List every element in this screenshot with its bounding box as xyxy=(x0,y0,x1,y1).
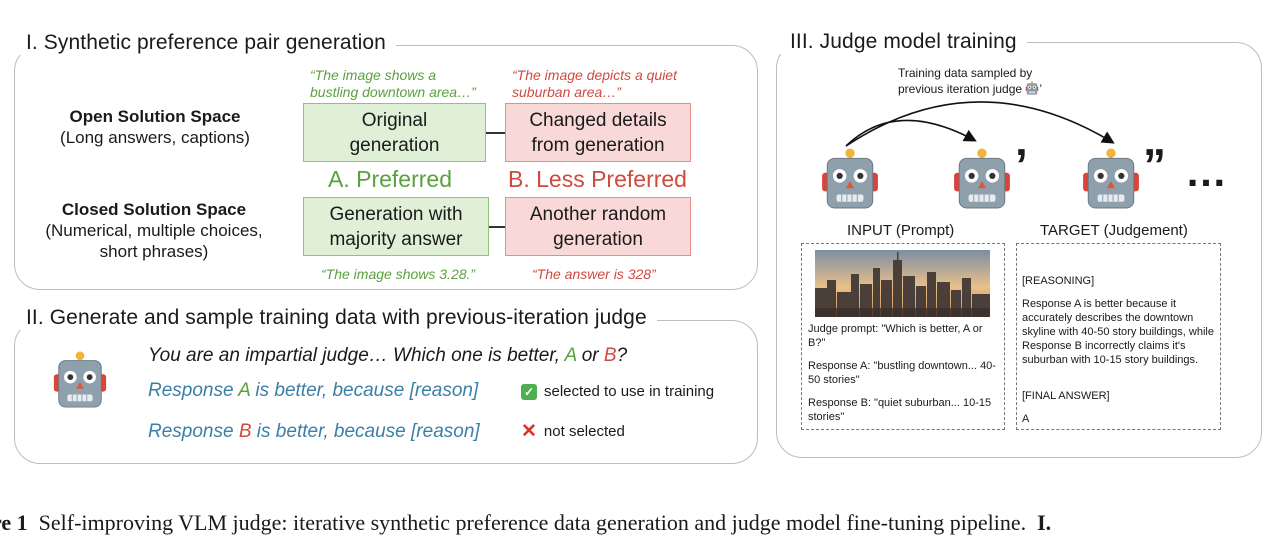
robot-icon xyxy=(51,349,109,411)
target-box xyxy=(1016,243,1221,430)
final-answer-tag: [FINAL ANSWER] xyxy=(1022,390,1110,402)
cross-icon: ✕ xyxy=(521,420,537,442)
connector-bottom xyxy=(489,226,505,228)
input-box xyxy=(801,243,1005,430)
robot-icon-1 xyxy=(818,148,882,210)
closed-solution-sub2: short phrases) xyxy=(99,242,209,261)
judge-prompt-line: You are an impartial judge… Which one is… xyxy=(148,345,627,367)
judge-prompt-b: B xyxy=(603,345,617,366)
connector-top xyxy=(486,132,505,134)
quote-top-right-line1: “The image depicts a quiet xyxy=(512,67,677,83)
final-answer: A xyxy=(1022,413,1030,425)
section-3-title: III. Judge model training xyxy=(780,30,1027,54)
response-a-prefix: Response xyxy=(148,380,239,401)
robot-icon-2 xyxy=(950,148,1014,210)
quote-top-left-line2: bustling downtown area…” xyxy=(310,84,476,100)
sampled-note: Training data sampled by previous iterat… xyxy=(898,65,1078,97)
quote-top-left-line1: “The image shows a xyxy=(310,67,437,83)
judge-prompt: Judge prompt: "Which is better, A or B?" xyxy=(808,323,983,349)
response-b-prefix: Response xyxy=(148,421,239,442)
status-selected: ✓ selected to use in training xyxy=(521,383,714,400)
judge-prompt-a: A xyxy=(564,345,577,366)
caption-label: re 1 xyxy=(0,510,28,535)
quote-top-right: “The image depicts a quiet suburban area… xyxy=(512,67,712,101)
closed-solution-title: Closed Solution Space xyxy=(61,200,247,219)
input-label: INPUT (Prompt) xyxy=(847,222,955,239)
box-random-generation: Another random generation xyxy=(505,197,691,256)
prime-mark-2: ” xyxy=(1143,139,1166,191)
quote-top-right-line2: suburban area…” xyxy=(512,84,621,100)
response-a-suffix: is better, because [reason] xyxy=(250,380,479,401)
status-selected-text: selected to use in training xyxy=(544,383,715,400)
response-b-letter: B xyxy=(238,421,252,442)
response-a-letter: A xyxy=(238,380,251,401)
city-image xyxy=(815,250,990,317)
input-response-b: Response B: "quiet suburban... 10-15 sto… xyxy=(808,397,992,423)
section-1-title: I. Synthetic preference pair generation xyxy=(16,31,396,55)
sampled-note-line2: previous iteration judge xyxy=(898,82,1023,96)
label-less-preferred: B. Less Preferred xyxy=(508,166,687,192)
box-majority-answer: Generation with majority answer xyxy=(303,197,489,256)
target-label: TARGET (Judgement) xyxy=(1040,222,1188,239)
open-solution-title: Open Solution Space xyxy=(69,107,241,126)
figure-caption: re 1 Self-improving VLM judge: iterative… xyxy=(0,510,1051,536)
check-icon: ✓ xyxy=(521,383,537,400)
label-preferred: A. Preferred xyxy=(328,166,452,192)
response-a-line: Response A is better, because [reason] xyxy=(148,380,478,402)
judge-prompt-q: ? xyxy=(616,345,628,366)
status-not-selected-text: not selected xyxy=(543,423,625,440)
quote-bottom-left: “The image shows 3.28.” xyxy=(321,266,476,282)
closed-solution-sub1: (Numerical, multiple choices, xyxy=(45,221,263,240)
caption-text: Self-improving VLM judge: iterative synt… xyxy=(38,510,1027,535)
judge-prompt-text: You are an impartial judge… Which one is… xyxy=(148,345,565,366)
closed-solution-label: Closed Solution Space (Numerical, multip… xyxy=(22,199,286,262)
judge-prompt-or: or xyxy=(576,345,604,366)
quote-top-left: “The image shows a bustling downtown are… xyxy=(310,67,500,101)
sampled-note-line1: Training data sampled by xyxy=(898,66,1033,80)
training-arrows xyxy=(845,101,1115,147)
section-2-title: II. Generate and sample training data wi… xyxy=(16,306,657,330)
status-not-selected: ✕ not selected xyxy=(521,420,625,442)
reasoning-text: Response A is better because it accurate… xyxy=(1022,298,1214,366)
box-changed-details: Changed details from generation xyxy=(505,103,691,162)
robot-icon-3 xyxy=(1079,148,1143,210)
ellipsis: … xyxy=(1185,148,1229,195)
reasoning-tag: [REASONING] xyxy=(1022,275,1095,287)
quote-bottom-right: “The answer is 328” xyxy=(532,266,656,282)
response-b-line: Response B is better, because [reason] xyxy=(148,421,480,443)
box-original-generation: Original generation xyxy=(303,103,486,162)
prime-mark-1: ’ xyxy=(1015,139,1028,191)
open-solution-label: Open Solution Space (Long answers, capti… xyxy=(30,106,280,148)
caption-trail: I. xyxy=(1037,510,1052,535)
sampled-note-mark: ’ xyxy=(1039,82,1043,96)
open-solution-sub: (Long answers, captions) xyxy=(60,128,250,147)
input-response-a: Response A: "bustling downtown... 40-50 … xyxy=(808,360,996,386)
response-b-suffix: is better, because [reason] xyxy=(251,421,480,442)
